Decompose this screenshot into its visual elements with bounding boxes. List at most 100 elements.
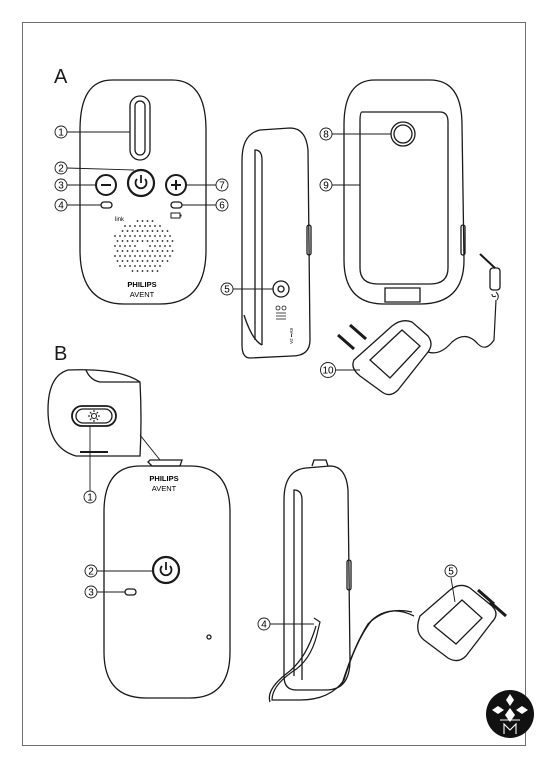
speaker-hole xyxy=(119,245,121,247)
speaker-hole xyxy=(171,250,174,252)
speaker-hole xyxy=(131,240,134,242)
callout-a-7: 7 xyxy=(215,178,229,192)
speaker-hole xyxy=(129,255,131,257)
speaker-hole xyxy=(166,230,169,232)
speaker-hole xyxy=(124,265,126,267)
b-magnified-inset xyxy=(47,369,161,461)
speaker-hole xyxy=(149,255,151,257)
a-link-label: link xyxy=(115,217,125,223)
speaker-hole xyxy=(144,255,146,257)
speaker-hole xyxy=(151,240,154,242)
speaker-hole xyxy=(151,260,154,262)
speaker-hole xyxy=(169,255,171,257)
speaker-hole xyxy=(154,245,156,247)
speaker-hole xyxy=(119,255,121,257)
speaker-hole xyxy=(171,240,174,242)
speaker-hole xyxy=(124,225,126,227)
a-battery-led xyxy=(170,201,183,209)
speaker-hole xyxy=(149,245,151,247)
speaker-hole xyxy=(156,240,159,242)
power-icon xyxy=(159,562,173,577)
a-back-hook xyxy=(390,121,416,147)
speaker-hole xyxy=(139,265,141,267)
speaker-hole xyxy=(124,245,126,247)
speaker-hole xyxy=(146,220,149,222)
speaker-hole xyxy=(136,230,139,232)
speaker-hole xyxy=(124,255,126,257)
speaker-hole xyxy=(156,230,159,232)
speaker-hole xyxy=(139,255,141,257)
page-frame xyxy=(22,22,526,746)
speaker-hole xyxy=(151,230,154,232)
svg-text:4: 4 xyxy=(58,201,64,212)
speaker-hole xyxy=(144,265,146,267)
speaker-hole xyxy=(136,270,139,272)
a-back-unit xyxy=(343,79,466,305)
svg-text:3: 3 xyxy=(58,181,64,192)
a-power-socket xyxy=(272,280,290,298)
speaker-hole xyxy=(126,240,129,242)
speaker-hole xyxy=(149,265,151,267)
a-light-bar xyxy=(129,95,151,161)
speaker-hole xyxy=(151,220,154,222)
speaker-hole xyxy=(146,270,149,272)
speaker-hole xyxy=(166,240,169,242)
speaker-hole xyxy=(116,240,119,242)
a-side-markings: 6V⎓ 2A xyxy=(289,328,294,344)
callout-a-10: 10 xyxy=(320,362,336,378)
svg-text:4: 4 xyxy=(261,620,267,631)
speaker-hole xyxy=(161,260,164,262)
svg-text:10: 10 xyxy=(322,366,334,377)
speaker-hole xyxy=(144,235,146,237)
battery-icon xyxy=(170,212,182,219)
speaker-hole xyxy=(149,235,151,237)
a-speaker-grille xyxy=(114,220,174,272)
speaker-hole xyxy=(161,240,164,242)
a-brand-line1: PHILIPS xyxy=(127,280,156,289)
b-power-button xyxy=(151,555,181,585)
speaker-hole xyxy=(136,240,139,242)
speaker-hole xyxy=(121,230,124,232)
speaker-hole xyxy=(164,255,166,257)
callout-leaders-a xyxy=(66,131,391,371)
speaker-hole xyxy=(151,270,154,272)
callout-b-3: 3 xyxy=(84,585,98,599)
callout-a-6: 6 xyxy=(215,198,229,212)
svg-text:2: 2 xyxy=(58,164,64,175)
speaker-hole xyxy=(124,235,126,237)
speaker-hole xyxy=(156,250,159,252)
speaker-hole xyxy=(164,235,166,237)
speaker-hole xyxy=(131,230,134,232)
speaker-hole xyxy=(131,250,134,252)
speaker-hole xyxy=(154,225,156,227)
power-icon xyxy=(134,175,148,190)
callout-a-1: 1 xyxy=(54,125,68,139)
svg-text:5: 5 xyxy=(224,285,230,296)
plus-icon xyxy=(171,180,181,190)
speaker-hole xyxy=(119,235,121,237)
speaker-hole xyxy=(154,235,156,237)
speaker-hole xyxy=(136,260,139,262)
speaker-hole xyxy=(141,230,144,232)
svg-text:3: 3 xyxy=(88,588,94,599)
speaker-hole xyxy=(156,260,159,262)
speaker-hole xyxy=(121,240,124,242)
speaker-hole xyxy=(131,270,134,272)
speaker-hole xyxy=(134,265,136,267)
speaker-hole xyxy=(146,230,149,232)
a-power-button xyxy=(126,168,156,198)
speaker-hole xyxy=(129,245,131,247)
speaker-hole xyxy=(159,265,161,267)
speaker-hole xyxy=(159,245,161,247)
speaker-hole xyxy=(131,260,134,262)
speaker-hole xyxy=(159,235,161,237)
b-power-adapter xyxy=(417,584,507,662)
speaker-hole xyxy=(149,225,151,227)
callouts-a: 1 2 3 4 5 6 7 8 9 10 xyxy=(54,125,336,378)
speaker-hole xyxy=(126,260,129,262)
speaker-hole xyxy=(139,235,141,237)
speaker-hole xyxy=(141,220,144,222)
b-side-unit xyxy=(268,459,415,703)
callout-a-3: 3 xyxy=(54,178,68,192)
